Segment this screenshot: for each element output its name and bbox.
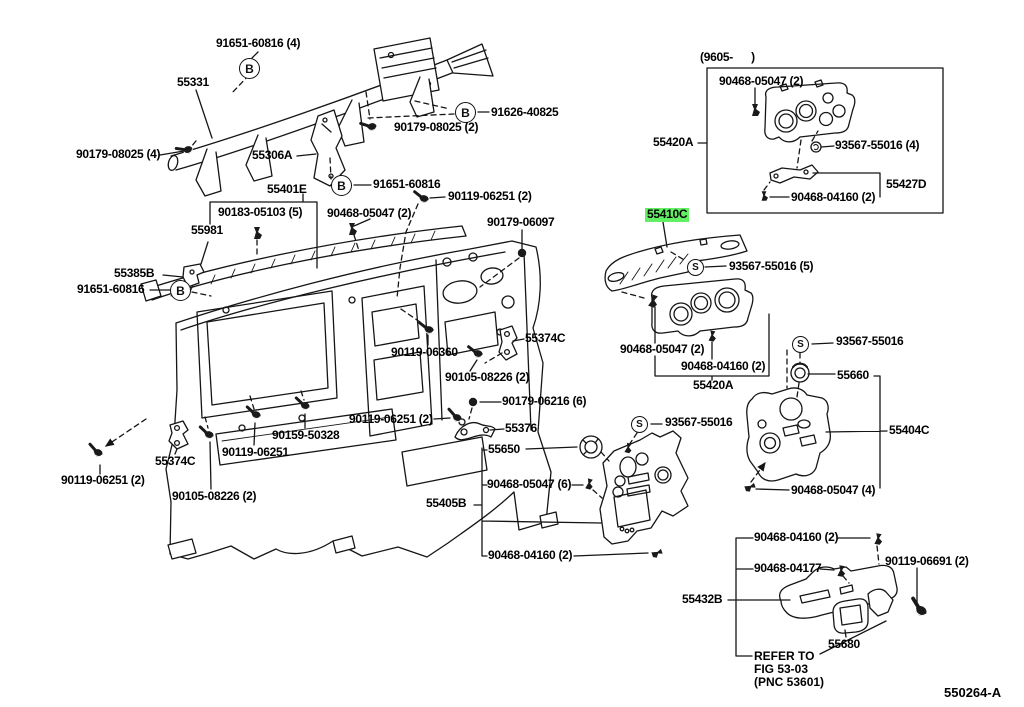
callout-90119-06251-2-bl[interactable]: 90119-06251 (2) xyxy=(61,473,145,487)
callout-91651-60816[interactable]: 91651-60816 xyxy=(373,177,441,191)
callout-55650[interactable]: 55650 xyxy=(488,442,520,456)
callout-55306a[interactable]: 55306A xyxy=(252,148,293,162)
refer-note-line1: REFER TO xyxy=(754,649,815,663)
callout-90179-08025-4[interactable]: 90179-08025 (4) xyxy=(76,147,161,161)
callout-55981[interactable]: 55981 xyxy=(191,223,223,237)
callout-90468-04160-2-cluster[interactable]: 90468-04160 (2) xyxy=(681,359,766,373)
callout-55420a-cluster[interactable]: 55420A xyxy=(693,378,734,392)
part-55401e-instrument-panel xyxy=(165,240,559,560)
callout-90179-06097[interactable]: 90179-06097 xyxy=(487,215,555,229)
callout-55427d[interactable]: 55427D xyxy=(886,177,927,191)
callout-55374c-upper[interactable]: 55374C xyxy=(525,331,566,345)
circle-s-marker: S xyxy=(631,416,648,433)
callout-93567-55016-center[interactable]: 93567-55016 xyxy=(665,415,733,429)
dashed-arrow-clip-04160 xyxy=(750,461,766,483)
callout-55401e[interactable]: 55401E xyxy=(267,182,307,196)
callout-55404c[interactable]: 55404C xyxy=(889,423,930,437)
part-55331-reinforcement-bar xyxy=(167,37,494,197)
screw-icon xyxy=(174,141,196,159)
callout-55420a-box[interactable]: 55420A xyxy=(653,135,694,149)
callout-90468-05047-4[interactable]: 90468-05047 (4) xyxy=(791,483,876,497)
refer-note-line3: (PNC 53601) xyxy=(754,675,825,689)
callout-91651-60816-left[interactable]: 91651-60816 xyxy=(77,282,145,296)
leader-lines-solid xyxy=(99,51,918,657)
callout-55376[interactable]: 55376 xyxy=(505,421,537,435)
callout-90468-04177[interactable]: 90468-04177 xyxy=(754,561,822,575)
callout-90119-06251[interactable]: 90119-06251 xyxy=(222,445,289,459)
figure-code: 550264-A xyxy=(944,685,1002,700)
callout-90159-50328[interactable]: 90159-50328 xyxy=(272,428,340,442)
part-55405b-center-panel xyxy=(599,430,689,545)
clip-icon xyxy=(743,482,757,494)
callout-93567-55016-5[interactable]: 93567-55016 (5) xyxy=(729,259,814,273)
refer-note-line2: FIG 53-03 xyxy=(754,662,809,676)
screw-icon xyxy=(905,596,932,620)
ball-stud-icon xyxy=(517,248,527,258)
clip-icon xyxy=(253,226,263,240)
callout-55660[interactable]: 55660 xyxy=(837,368,869,382)
part-55376-bracket xyxy=(454,422,496,441)
date-range-label: (9605- ) xyxy=(700,50,755,64)
screw-with-washer-icon xyxy=(810,141,822,153)
callout-90468-04160-2-br[interactable]: 90468-04160 (2) xyxy=(754,530,839,544)
clip-icon xyxy=(650,548,664,560)
part-55385b-bracket xyxy=(182,263,205,288)
callout-55410c-highlighted[interactable]: 55410C xyxy=(645,207,690,222)
callout-90468-05047-2-box[interactable]: 90468-05047 (2) xyxy=(719,74,804,88)
part-55420a-cluster-bezel xyxy=(650,278,754,337)
part-55374c-bracket-lower xyxy=(168,420,189,450)
callout-90468-05047-2-pad[interactable]: 90468-05047 (2) xyxy=(327,206,412,220)
callout-91651-60816-4[interactable]: 91651-60816 (4) xyxy=(216,36,301,50)
circle-b-marker: B xyxy=(331,175,352,196)
part-55374c-bracket-upper xyxy=(498,325,518,361)
inset-box-9605 xyxy=(706,67,944,214)
clip-icon xyxy=(584,477,595,491)
clip-icon xyxy=(708,329,718,343)
callout-90119-06251-2-mid[interactable]: 90119-06251 (2) xyxy=(349,412,433,426)
callout-90105-08226-2-lower[interactable]: 90105-08226 (2) xyxy=(172,489,257,503)
part-55650-grommet-knob xyxy=(579,435,603,459)
callout-55405b[interactable]: 55405B xyxy=(426,496,467,510)
circle-s-marker: S xyxy=(687,259,704,276)
callout-90468-04160-2-box[interactable]: 90468-04160 (2) xyxy=(791,190,876,204)
part-55410c-defroster-garnish xyxy=(604,234,748,292)
callout-90179-06216-6[interactable]: 90179-06216 (6) xyxy=(502,394,587,408)
screw-icon xyxy=(411,190,431,206)
callout-55331[interactable]: 55331 xyxy=(177,75,209,89)
callout-90468-05047-6[interactable]: 90468-05047 (6) xyxy=(487,477,572,491)
callout-90468-04160-2-center[interactable]: 90468-04160 (2) xyxy=(488,548,573,562)
callout-90119-06251-2[interactable]: 90119-06251 (2) xyxy=(448,189,532,203)
circle-s-marker: S xyxy=(792,336,809,353)
callout-90183-05103-5[interactable]: 90183-05103 (5) xyxy=(218,205,303,219)
callout-55385b[interactable]: 55385B xyxy=(114,266,155,280)
callout-90179-08025-2[interactable]: 90179-08025 (2) xyxy=(394,120,479,134)
clip-icon xyxy=(873,532,884,546)
callout-55374c-lower[interactable]: 55374C xyxy=(155,454,196,468)
part-55306a-bracket xyxy=(310,109,346,187)
callout-55432b[interactable]: 55432B xyxy=(682,592,723,606)
circle-b-marker: B xyxy=(239,58,260,79)
part-55660-grommet xyxy=(790,362,810,383)
part-55680-ashtray xyxy=(832,598,869,634)
callout-93567-55016-right[interactable]: 93567-55016 xyxy=(836,334,904,348)
dashed-arrow-to-screws xyxy=(104,418,147,447)
leader-lines-dashed xyxy=(190,74,880,584)
callout-90119-06691-2[interactable]: 90119-06691 (2) xyxy=(885,554,969,568)
screw-icon xyxy=(85,442,106,460)
callout-91626-40825[interactable]: 91626-40825 xyxy=(491,105,559,119)
callout-90468-05047-2-cluster[interactable]: 90468-05047 (2) xyxy=(620,342,705,356)
circle-b-marker: B xyxy=(455,102,476,123)
circle-b-marker: B xyxy=(170,280,191,301)
ball-stud-icon xyxy=(468,397,478,407)
callout-90105-08226-2-upper[interactable]: 90105-08226 (2) xyxy=(445,370,530,384)
callout-90119-06360[interactable]: 90119-06360 xyxy=(391,345,458,359)
callout-55680[interactable]: 55680 xyxy=(828,637,860,651)
part-55432b-lower-panel xyxy=(778,564,898,619)
part-55404c-heater-panel xyxy=(746,387,831,482)
callout-93567-55016-4[interactable]: 93567-55016 (4) xyxy=(835,138,920,152)
